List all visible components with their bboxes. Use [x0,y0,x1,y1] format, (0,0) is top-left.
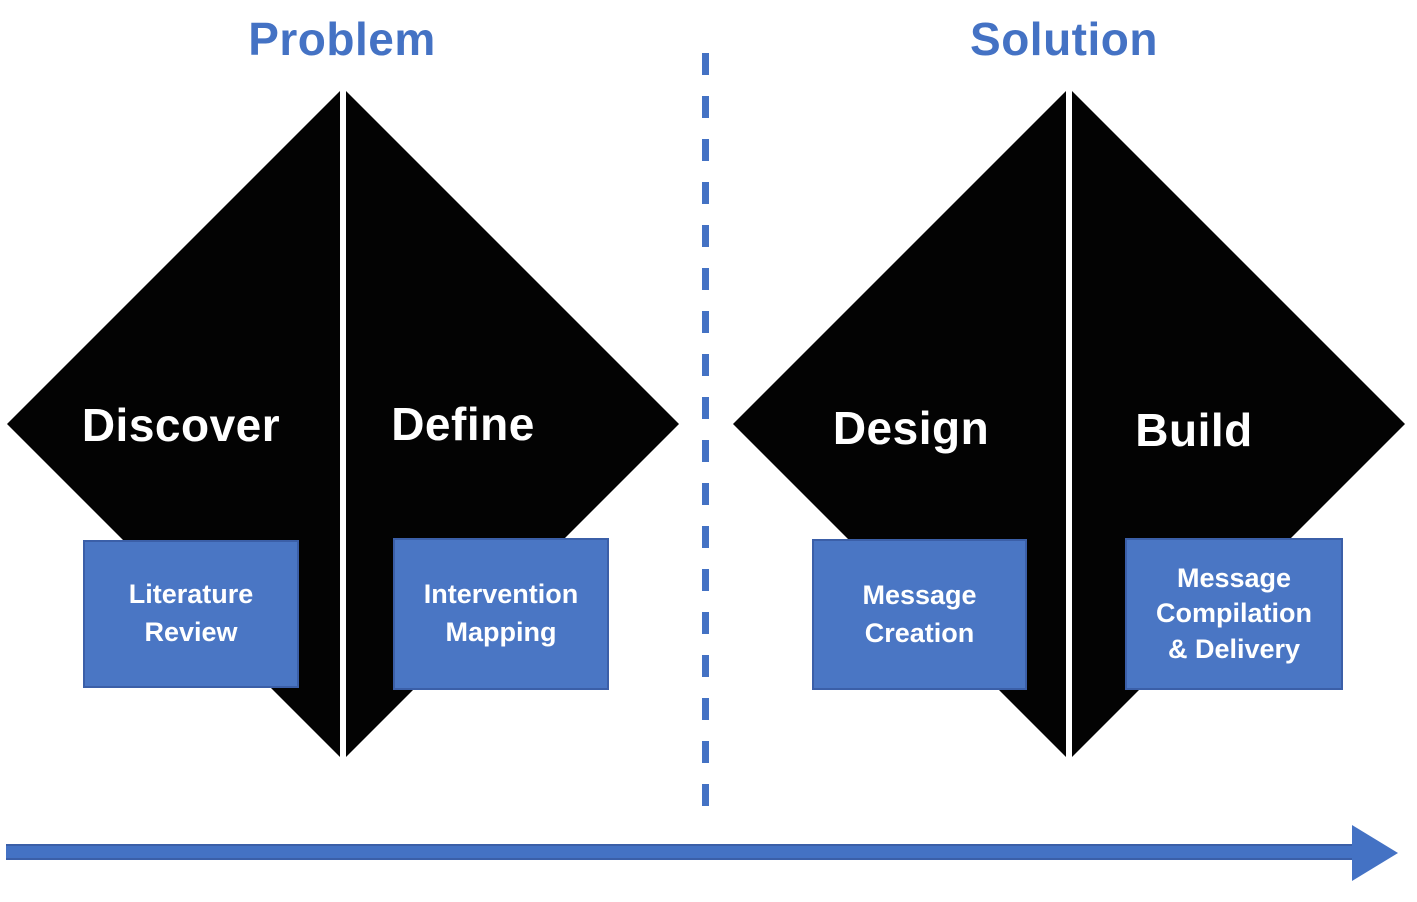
method-box-message-compilation-delivery: Message Compilation & Delivery [1125,538,1343,690]
method-box-message-creation: Message Creation [812,539,1027,690]
phase-label-build: Build [1135,404,1253,456]
timeline-arrow-shaft [6,844,1354,860]
solution-heading: Solution [970,13,1158,65]
method-box-intervention-mapping: Intervention Mapping [393,538,609,690]
problem-solution-divider-line [702,53,709,813]
timeline-arrow-head-icon [1352,825,1398,881]
problem-heading: Problem [248,13,436,65]
method-box-literature-review: Literature Review [83,540,299,688]
phase-label-define: Define [391,398,535,450]
phase-label-discover: Discover [81,399,281,451]
problem-diamond-split-line [340,84,346,766]
phase-label-design: Design [832,402,990,454]
solution-diamond-split-line [1066,84,1072,766]
